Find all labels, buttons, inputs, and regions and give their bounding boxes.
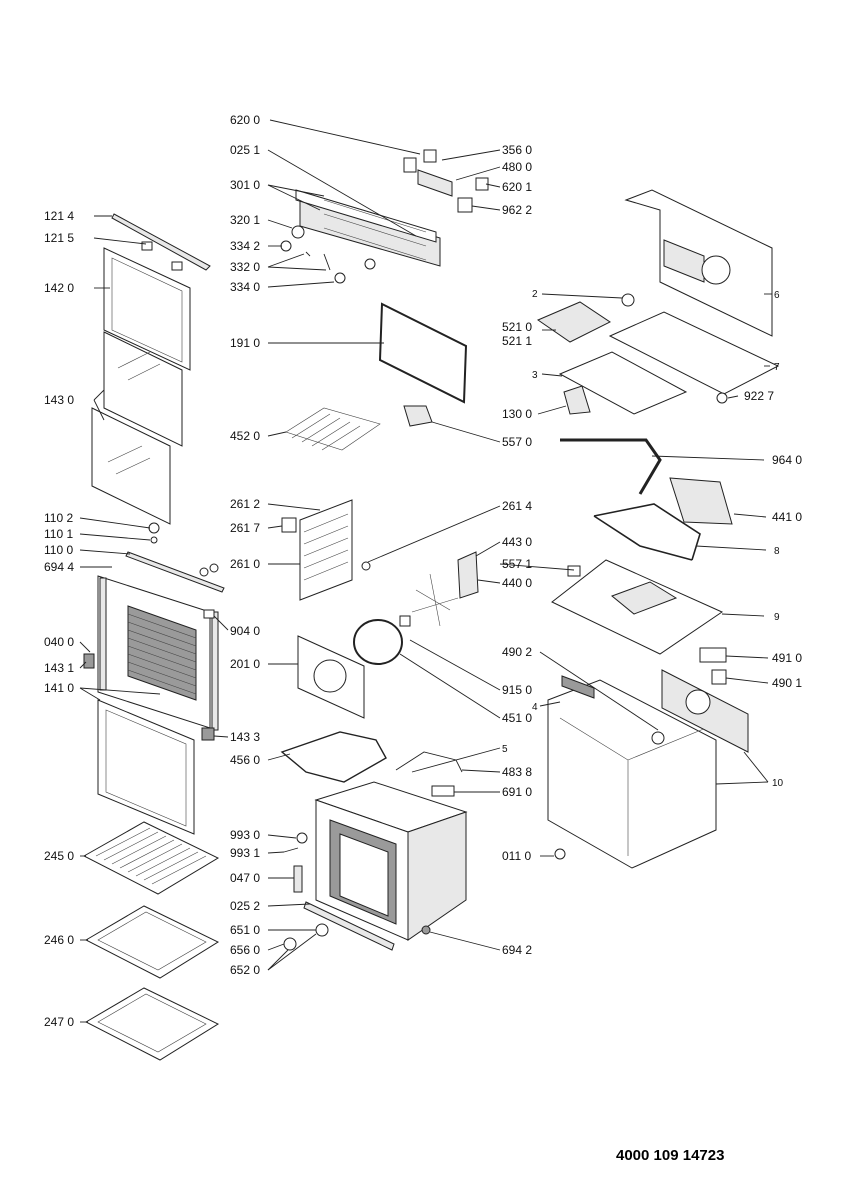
label-656-0: 656 0 — [230, 943, 260, 957]
label-452-0: 452 0 — [230, 429, 260, 443]
label-121-5: 121 5 — [44, 231, 74, 245]
label-557-1: 557 1 — [502, 557, 532, 571]
label-143-0: 143 0 — [44, 393, 74, 407]
label-5: 5 — [502, 744, 508, 755]
label-620-1: 620 1 — [502, 180, 532, 194]
label-247-0: 247 0 — [44, 1015, 74, 1029]
label-245-0: 245 0 — [44, 849, 74, 863]
label-246-0: 246 0 — [44, 933, 74, 947]
label-490-1: 490 1 — [772, 676, 802, 690]
label-9: 9 — [774, 612, 780, 623]
door-assembly-drawing — [82, 213, 225, 1061]
label-121-4: 121 4 — [44, 209, 74, 223]
label-142-0: 142 0 — [44, 281, 74, 295]
label-143-1: 143 1 — [44, 661, 74, 675]
casing-drawing — [536, 189, 780, 869]
label-440-0: 440 0 — [502, 576, 532, 590]
label-6: 6 — [774, 290, 780, 301]
label-047-0: 047 0 — [230, 871, 260, 885]
label-332-0: 332 0 — [230, 260, 260, 274]
label-334-0: 334 0 — [230, 280, 260, 294]
label-691-0: 691 0 — [502, 785, 532, 799]
label-451-0: 451 0 — [502, 711, 532, 725]
label-261-7: 261 7 — [230, 521, 260, 535]
label-904-0: 904 0 — [230, 624, 260, 638]
label-915-0: 915 0 — [502, 683, 532, 697]
label-962-2: 962 2 — [502, 203, 532, 217]
label-011-0: 011 0 — [502, 849, 531, 863]
label-025-1: 025 1 — [230, 143, 260, 157]
label-441-0: 441 0 — [772, 510, 802, 524]
label-490-2: 490 2 — [502, 645, 532, 659]
document-number: 4000 109 14723 — [616, 1147, 724, 1164]
label-8: 8 — [774, 546, 780, 557]
label-130-0: 130 0 — [502, 407, 532, 421]
label-4: 4 — [532, 702, 538, 713]
label-620-0: 620 0 — [230, 113, 260, 127]
label-993-1: 993 1 — [230, 846, 260, 860]
label-922-7: 922 7 — [744, 389, 774, 403]
label-261-2: 261 2 — [230, 497, 260, 511]
label-261-4: 261 4 — [502, 499, 532, 513]
label-040-0: 040 0 — [44, 635, 74, 649]
label-491-0: 491 0 — [772, 651, 802, 665]
label-110-0: 110 0 — [44, 543, 73, 557]
label-557-0: 557 0 — [502, 435, 532, 449]
label-025-2: 025 2 — [230, 899, 260, 913]
label-261-0: 261 0 — [230, 557, 260, 571]
label-652-0: 652 0 — [230, 963, 260, 977]
label-521-1: 521 1 — [502, 334, 532, 348]
label-964-0: 964 0 — [772, 453, 802, 467]
label-694-2: 694 2 — [502, 943, 532, 957]
label-2: 2 — [532, 289, 538, 300]
label-320-1: 320 1 — [230, 213, 260, 227]
label-483-8: 483 8 — [502, 765, 532, 779]
label-480-0: 480 0 — [502, 160, 532, 174]
leader-lines — [79, 119, 772, 1023]
label-3: 3 — [532, 370, 538, 381]
label-651-0: 651 0 — [230, 923, 260, 937]
oven-internals-drawing — [280, 499, 479, 951]
label-143-3: 143 3 — [230, 730, 260, 744]
label-191-0: 191 0 — [230, 336, 260, 350]
label-10: 10 — [772, 778, 784, 789]
part-labels: 620 0 025 1 301 0 320 1 334 2 332 0 334 … — [44, 113, 802, 1029]
control-panel-drawing — [280, 149, 489, 451]
label-334-2: 334 2 — [230, 239, 260, 253]
label-356-0: 356 0 — [502, 143, 532, 157]
label-301-0: 301 0 — [230, 178, 260, 192]
label-201-0: 201 0 — [230, 657, 260, 671]
label-110-2: 110 2 — [44, 511, 73, 525]
label-141-0: 141 0 — [44, 681, 74, 695]
oven-cavity-drawing — [303, 781, 468, 951]
label-110-1: 110 1 — [44, 527, 73, 541]
label-456-0: 456 0 — [230, 753, 260, 767]
label-521-0: 521 0 — [502, 320, 532, 334]
label-443-0: 443 0 — [502, 535, 532, 549]
label-694-4: 694 4 — [44, 560, 74, 574]
label-7: 7 — [774, 362, 780, 373]
label-993-0: 993 0 — [230, 828, 260, 842]
